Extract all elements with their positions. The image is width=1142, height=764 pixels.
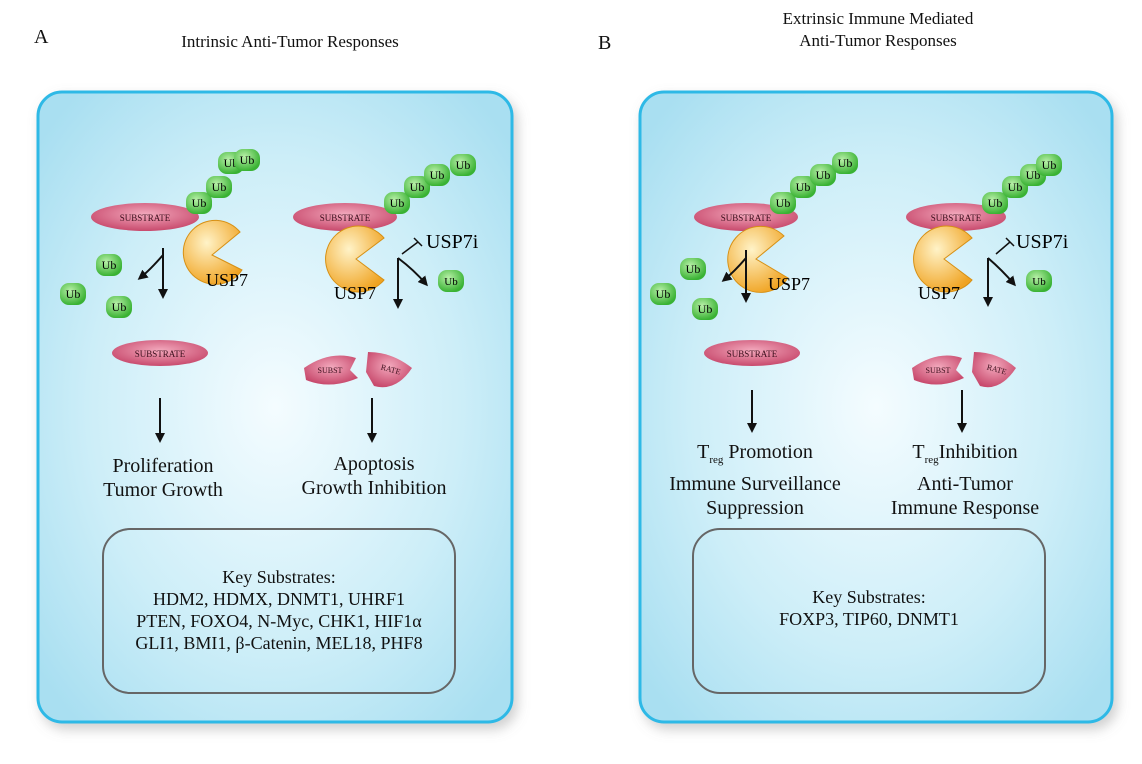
outcome-line: Immune Surveillance — [669, 473, 841, 495]
usp7-enzyme — [727, 225, 789, 293]
substrate-shape — [293, 203, 397, 231]
key-substrates-line: FOXP3, TIP60, DNMT1 — [779, 609, 959, 629]
svg-text:Ub: Ub — [192, 196, 207, 210]
panel-a-key-substrates-box: Key Substrates: HDM2, HDMX, DNMT1, UHRF1… — [102, 528, 456, 694]
outcome-line: Apoptosis — [333, 453, 415, 475]
key-substrates-title: Key Substrates: — [812, 587, 926, 607]
svg-text:Ub: Ub — [988, 196, 1003, 210]
svg-text:Ub: Ub — [686, 262, 701, 276]
ub-chain: Ub Ub Ub Ub — [384, 154, 476, 214]
outcome-line: Growth Inhibition — [301, 477, 447, 499]
ub-bead — [206, 176, 232, 198]
usp7i-label: USP7i — [426, 231, 479, 253]
panel-b-left-pathway: SUBSTRATE Ub Ub Ub Ub USP7 Ub Ub Ub SUBS… — [650, 152, 858, 433]
outcome-line: Tumor Growth — [103, 479, 223, 501]
svg-text:Ub: Ub — [816, 168, 831, 182]
svg-text:SUBSTRATE: SUBSTRATE — [135, 349, 186, 359]
svg-text:Ub: Ub — [66, 287, 81, 301]
svg-text:Ub: Ub — [102, 258, 117, 272]
ub-chain: Ub Ub Ub Ub — [982, 154, 1062, 214]
key-substrates-line: PTEN, FOXO4, N-Myc, CHK1, HIF1α — [136, 611, 422, 631]
svg-text:Ub: Ub — [390, 196, 405, 210]
svg-text:Ub: Ub — [1026, 168, 1041, 182]
svg-text:Ub: Ub — [838, 156, 853, 170]
panel-b-title-line-1: Extrinsic Immune Mediated — [782, 9, 974, 28]
svg-text:Ub: Ub — [1032, 276, 1046, 288]
usp7-enzyme — [325, 225, 385, 293]
panel-b-title: Extrinsic Immune Mediated Anti-Tumor Res… — [718, 8, 1038, 52]
svg-text:Ub: Ub — [776, 196, 791, 210]
degraded-substrate: SUBST RATE — [304, 352, 412, 388]
key-substrates-title: Key Substrates: — [222, 567, 336, 587]
ub-bead — [234, 149, 260, 171]
panel-a-left-outcome: Proliferation Tumor Growth — [58, 454, 268, 502]
panel-a-title: Intrinsic Anti-Tumor Responses — [130, 31, 450, 53]
svg-text:Ub: Ub — [456, 158, 471, 172]
svg-text:Ub: Ub — [444, 276, 458, 288]
ub-release-arrow — [397, 257, 428, 287]
svg-text:SUBST: SUBST — [926, 366, 951, 375]
svg-text:Ub: Ub — [410, 180, 425, 194]
degraded-substrate: SUBST RATE — [912, 352, 1016, 388]
substrate-label: SUBSTRATE — [120, 213, 171, 223]
panel-b-letter: B — [598, 32, 612, 54]
stabilized-substrate — [112, 340, 208, 366]
outcome-line: Suppression — [706, 497, 804, 519]
panel-a-background — [36, 90, 514, 724]
usp7-label: USP7 — [206, 270, 248, 290]
outcome-line: Treg Promotion — [697, 441, 813, 466]
svg-text:Ub: Ub — [656, 287, 671, 301]
svg-text:Ub: Ub — [1042, 158, 1057, 172]
svg-text:SUBSTRATE: SUBSTRATE — [727, 349, 778, 359]
key-substrates-line: HDM2, HDMX, DNMT1, UHRF1 — [152, 589, 406, 609]
svg-text:Ub: Ub — [212, 180, 227, 194]
panel-a-letter: A — [34, 26, 49, 48]
svg-text:SUBSTRATE: SUBSTRATE — [320, 213, 371, 223]
usp7-enzyme — [913, 225, 973, 293]
svg-text:Ub: Ub — [698, 302, 713, 316]
outcome-line: Immune Response — [890, 497, 1040, 519]
ub-chain: Ub Ub Ub Ub — [186, 149, 260, 214]
svg-text:Ub: Ub — [112, 300, 127, 314]
svg-text:SUBSTRATE: SUBSTRATE — [721, 213, 772, 223]
panel-b-title-line-2: Anti-Tumor Responses — [799, 31, 957, 50]
panel-a-title-line: Intrinsic Anti-Tumor Responses — [181, 32, 399, 51]
svg-text:Ub: Ub — [240, 153, 255, 167]
released-ub: Ub Ub Ub — [60, 254, 132, 318]
svg-text:USP7: USP7 — [918, 283, 960, 303]
released-ub: Ub Ub Ub — [650, 258, 718, 320]
ub-chain: Ub Ub Ub Ub — [770, 152, 858, 214]
ub-bead — [186, 192, 212, 214]
panel-b-right-pathway: SUBSTRATE Ub Ub Ub Ub USP7 USP7i Ub SUBS… — [906, 154, 1069, 433]
outcome-line: TregInhibition — [912, 441, 1018, 466]
usp7-label: USP7 — [334, 283, 376, 303]
panel-a-right-pathway: SUBSTRATE Ub Ub Ub Ub USP7 USP7i Ub SUBS… — [293, 154, 479, 443]
substrate-shape — [91, 203, 199, 231]
panel-b-left-outcome: Treg Promotion Immune Surveillance Suppr… — [650, 440, 860, 520]
usp7-enzyme — [182, 219, 243, 285]
svg-text:Ub: Ub — [1008, 180, 1023, 194]
panel-b-right-outcome: TregInhibition Anti-Tumor Immune Respons… — [860, 440, 1070, 520]
panel-a-left-pathway: SUBSTRATE Ub Ub Ub Ub USP7 Ub Ub Ub SUBS… — [60, 149, 260, 443]
outcome-line: Anti-Tumor — [917, 473, 1013, 495]
svg-text:Ub: Ub — [796, 180, 811, 194]
key-substrates-line: GLI1, BMI1, β-Catenin, MEL18, PHF8 — [135, 633, 423, 653]
panel-a-right-outcome: Apoptosis Growth Inhibition — [284, 452, 464, 500]
inhibitor-bar — [401, 237, 423, 255]
usp7i-label: USP7i — [1016, 231, 1069, 253]
svg-text:SUBSTRATE: SUBSTRATE — [931, 213, 982, 223]
svg-text:USP7: USP7 — [768, 274, 810, 294]
cleavage-arrow — [137, 254, 164, 280]
svg-text:SUBST: SUBST — [318, 366, 343, 375]
panel-b-key-substrates-box: Key Substrates: FOXP3, TIP60, DNMT1 — [692, 528, 1046, 694]
svg-text:Ub: Ub — [430, 168, 445, 182]
outcome-line: Proliferation — [112, 455, 214, 477]
